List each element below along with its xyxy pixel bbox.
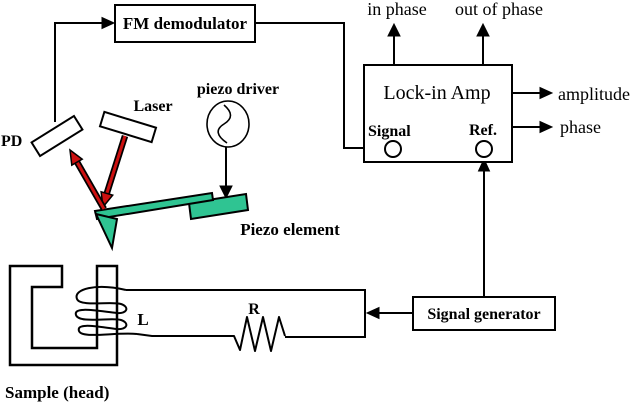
arrowhead-amplitude [539,86,554,100]
amplitude-label: amplitude [558,84,630,104]
resistor-label: R [248,301,260,318]
arrowhead-in-phase [387,22,401,37]
ref-port-connector [475,140,493,158]
circuit-bottom-wire [136,333,230,337]
phase-label: phase [560,117,601,137]
arrowhead-beam-reflected [69,148,84,167]
in-phase-label: in phase [367,0,426,19]
lockin-amp-label: Lock-in Amp [383,82,490,104]
signal-port-label: Signal [368,123,411,140]
inductor-label: L [137,310,148,329]
ref-port-label: Ref. [469,122,497,139]
sine-wave-icon [217,104,232,144]
resistor-symbol [230,316,286,352]
circuit-top-right-wire [126,289,366,338]
signal-generator-box [412,296,556,331]
laser-shape [98,110,158,144]
arrowhead-into-circuit [365,306,380,320]
piezo-driver-source-circle [206,100,250,148]
out-of-phase-label: out of phase [455,0,543,19]
arrowhead-onto-piezo [219,185,233,200]
sample-head-core [8,264,119,367]
piezo-driver-label: piezo driver [197,81,279,98]
arrowhead-into-ref [477,157,491,172]
cantilever-tip [94,212,119,252]
arrowhead-phase [539,120,554,134]
laser-beam-incident [103,135,127,200]
pd-label: PD [1,133,22,150]
laser-beam-reflected [75,161,106,210]
piezo-element-shape [187,192,250,221]
signal-port-connector [384,140,402,158]
wire-fm-to-lockin [255,22,377,149]
arrowhead-into-fm [101,16,116,30]
piezo-element-label: Piezo element [240,220,340,239]
fm-demodulator-box [114,4,256,43]
signal-generator-label: Signal generator [427,306,540,323]
coil-inductor [74,286,138,336]
fm-demodulator-label: FM demodulator [123,14,248,33]
laser-label: Laser [133,98,172,115]
wire-pd-to-fm [54,22,106,122]
sample-head-label: Sample (head) [5,383,109,402]
photodetector-shape [30,114,84,158]
arrowhead-out-of-phase [476,22,490,37]
